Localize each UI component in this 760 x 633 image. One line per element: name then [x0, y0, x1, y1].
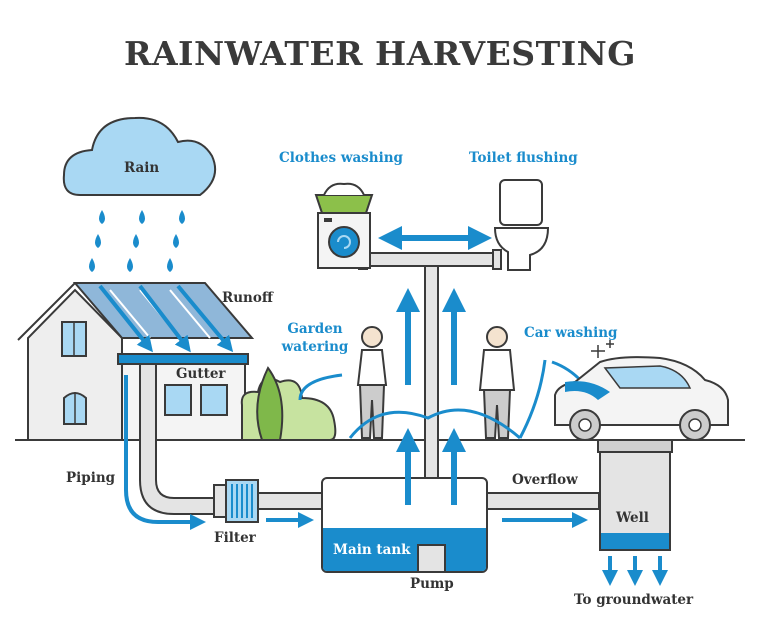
water-hoses: [298, 359, 592, 440]
label-runoff: Runoff: [222, 290, 273, 306]
label-car-washing: Car washing: [524, 325, 618, 341]
well: [597, 439, 673, 551]
sparkle-icon: [591, 340, 614, 358]
label-clothes-washing: Clothes washing: [279, 150, 403, 166]
pump: [417, 544, 446, 573]
toilet: [493, 179, 550, 271]
raindrops: [89, 210, 185, 272]
label-overflow: Overflow: [512, 472, 578, 488]
rain-cloud: [62, 116, 216, 196]
label-rain: Rain: [124, 160, 160, 176]
label-garden-watering-line1: Garden: [287, 321, 343, 337]
groundwater-arrows: [602, 556, 668, 586]
label-to-groundwater: To groundwater: [574, 592, 694, 608]
car: [554, 356, 729, 441]
label-gutter: Gutter: [176, 366, 226, 382]
piping-flow-arrows: [124, 375, 314, 530]
filter: [213, 479, 259, 523]
washing-machine: [317, 212, 371, 269]
label-garden-watering-line2: watering: [281, 339, 349, 355]
gutter: [117, 353, 249, 365]
laundry-basket: [314, 182, 374, 214]
label-toilet-flushing: Toilet flushing: [469, 150, 578, 166]
page-title: RAINWATER HARVESTING: [124, 34, 636, 73]
piping-system: [139, 249, 600, 546]
pump-up-arrows: [396, 288, 466, 505]
label-main-tank: Main tank: [333, 542, 411, 558]
label-piping: Piping: [66, 470, 116, 486]
label-pump: Pump: [410, 576, 454, 592]
label-filter: Filter: [214, 530, 256, 546]
garden-bush: [240, 366, 337, 441]
label-well: Well: [616, 510, 649, 526]
gardener-figure: [356, 326, 388, 439]
runoff-arrows: [98, 284, 234, 353]
